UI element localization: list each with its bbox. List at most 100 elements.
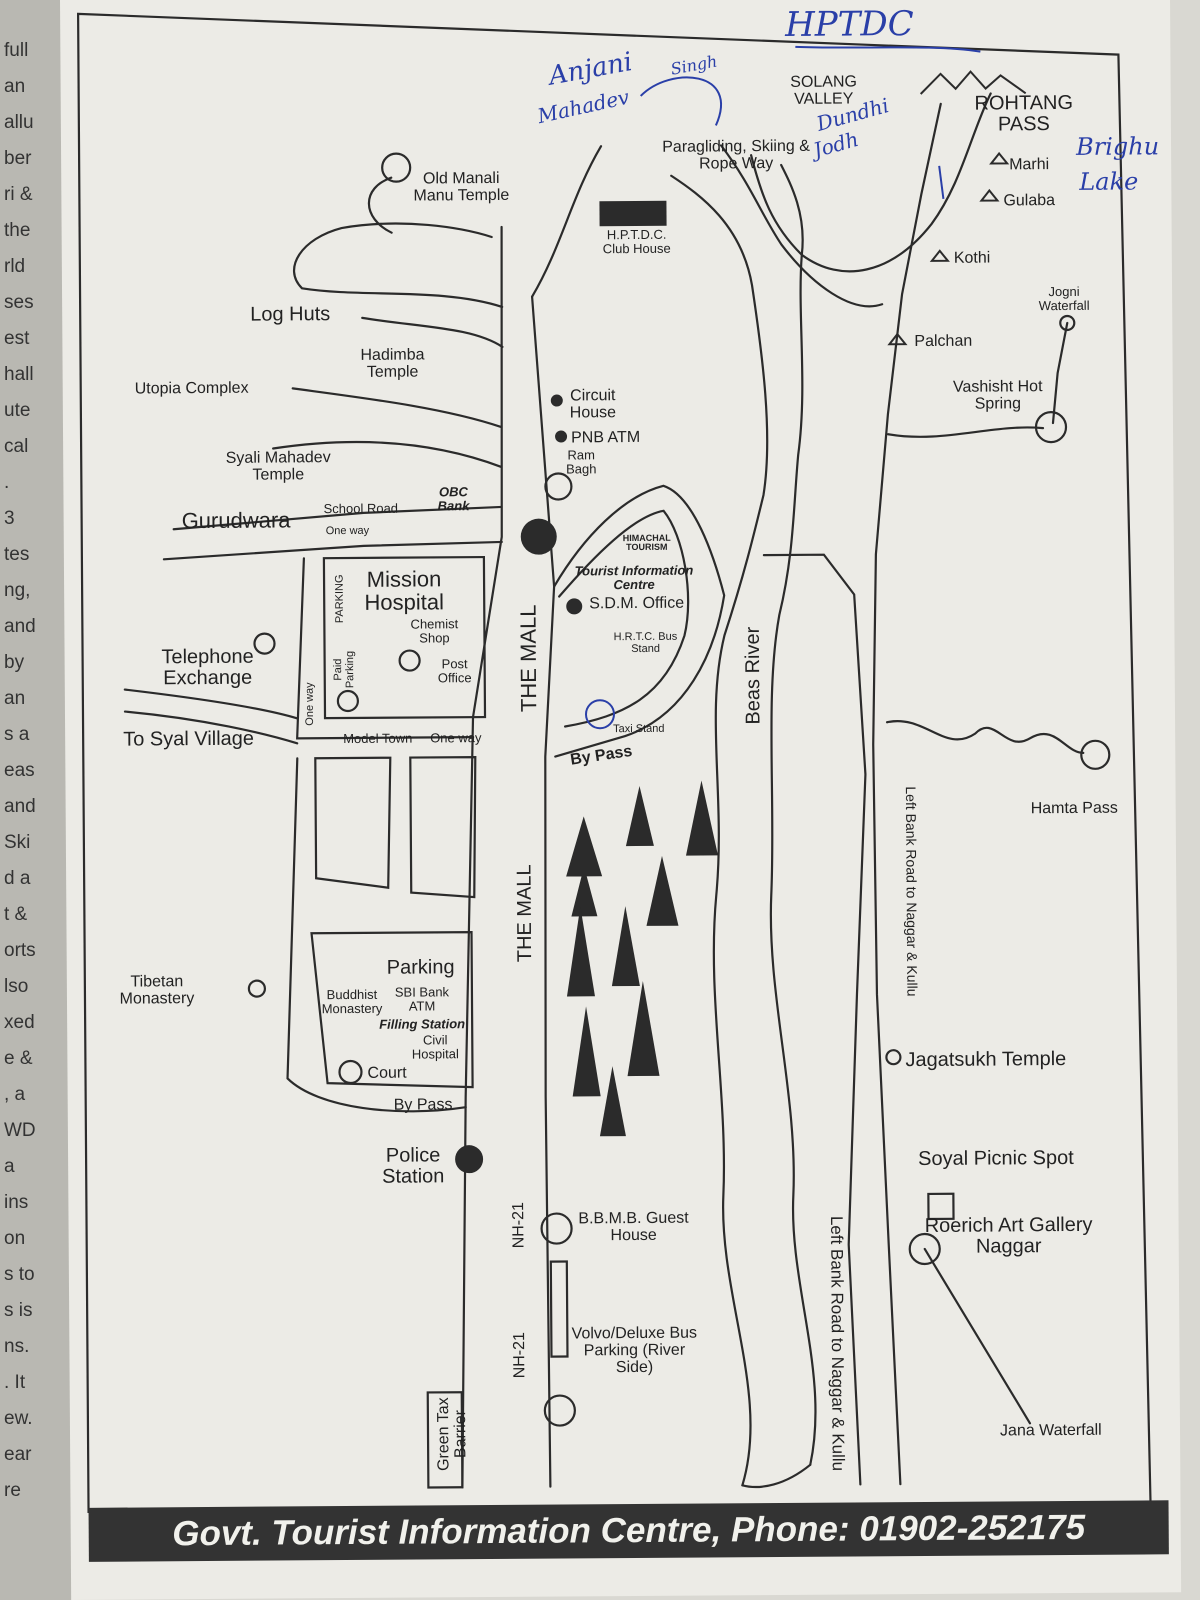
model-town-block-1 — [314, 756, 392, 889]
pine-tree-icon — [625, 785, 654, 847]
bus-parking-box — [549, 1260, 569, 1358]
label-parking-2: Parking — [386, 956, 455, 979]
pine-tree-icon — [599, 1066, 626, 1137]
label-syali-mahadev: Syali Mahadev Temple — [225, 449, 331, 484]
rohtang-road — [750, 92, 992, 273]
roerich-marker — [908, 1232, 941, 1266]
edge-text-fragment: on — [4, 1228, 26, 1249]
label-solang-valley: SOLANG VALLEY — [790, 73, 857, 108]
vashisht-marker — [1034, 410, 1068, 444]
label-sbi-atm: SBI Bank ATM — [394, 984, 450, 1014]
hand-paragliding-arc — [639, 76, 723, 126]
label-paid-parking: Paid Parking — [332, 650, 356, 689]
edge-text-fragment: lso — [4, 976, 29, 997]
label-tourist-info: Tourist Information Centre — [574, 562, 694, 592]
label-hadimba-temple: Hadimba Temple — [360, 346, 425, 381]
roundabout-marker — [520, 518, 557, 555]
label-post-office: Post Office — [437, 656, 472, 686]
pine-tree-icon — [685, 780, 718, 856]
label-green-tax-barrier: Green Tax Barrier — [434, 1397, 470, 1471]
hand-lake: Lake — [1079, 167, 1139, 196]
edge-text-fragment: and — [4, 616, 36, 637]
edge-text-fragment: the — [4, 220, 31, 241]
pine-tree-icon — [566, 816, 603, 917]
edge-text-fragment: rld — [4, 256, 26, 277]
hand-brighu: Brighu — [1075, 132, 1160, 161]
edge-text-fragment: . It — [4, 1372, 26, 1393]
label-the-mall-1: THE MALL — [515, 604, 542, 713]
label-telephone-exchange: Telephone Exchange — [161, 645, 254, 690]
edge-text-fragment: cal — [4, 436, 29, 457]
bbmb-marker — [540, 1212, 573, 1245]
label-filling-station: Filling Station — [379, 1016, 466, 1032]
hand-underline — [795, 45, 981, 53]
edge-text-fragment: ins — [4, 1192, 29, 1213]
edge-text-fragment: s a — [4, 724, 30, 745]
pnb-atm-marker — [555, 430, 568, 443]
edge-text-fragment: ber — [4, 148, 32, 169]
label-jana-waterfall: Jana Waterfall — [999, 1421, 1102, 1440]
label-soyal-picnic-spot: Soyal Picnic Spot — [918, 1146, 1074, 1171]
label-to-syal-village: To Syal Village — [123, 727, 255, 751]
label-utopia-complex: Utopia Complex — [134, 379, 249, 398]
mountain-icon — [919, 70, 1027, 95]
edge-text-fragment: full — [4, 40, 29, 61]
label-model-town: Model Town — [343, 730, 413, 747]
edge-text-fragment: ng, — [4, 580, 31, 601]
syal-village-road-1 — [123, 688, 299, 720]
label-parking-vertical: PARKING — [333, 574, 346, 624]
beas-river-south — [741, 1463, 812, 1489]
label-left-bank-road-1: Left Bank Road to Naggar & Kullu — [902, 786, 921, 997]
pine-tree-icon — [627, 980, 660, 1077]
edge-text-fragment: ew. — [4, 1408, 33, 1429]
label-gulaba: Gulaba — [1003, 192, 1056, 210]
bypass-west — [286, 757, 467, 1113]
label-kothi: Kothi — [953, 249, 991, 267]
label-paragliding: Paragliding, Skiing & Rope Way — [662, 137, 810, 173]
tibetan-marker — [247, 979, 267, 998]
edge-text-fragment: tes — [4, 544, 30, 565]
edge-text-fragment: ri & — [4, 184, 33, 205]
label-obc-bank: OBC Bank — [437, 484, 470, 514]
club-house-icon — [599, 200, 667, 227]
label-hamta-pass: Hamta Pass — [1030, 799, 1118, 818]
hamta-pass-road — [885, 720, 1085, 754]
left-bank-road-west — [762, 553, 867, 1486]
left-bank-road-east — [872, 102, 942, 1486]
kothi-icon — [929, 249, 950, 262]
label-beas-river: Beas River — [741, 626, 765, 725]
syali-road — [272, 440, 503, 469]
edge-text-fragment: Ski — [4, 832, 31, 853]
pine-tree-icon — [572, 1006, 601, 1097]
label-hptdc-club: H.P.T.D.C. Club House — [602, 226, 671, 256]
mall-loop-east — [553, 484, 726, 758]
edge-text-fragment: . — [4, 472, 10, 493]
label-the-mall-2: THE MALL — [513, 864, 537, 963]
label-marhi: Marhi — [1009, 156, 1050, 174]
label-school-road: School Road — [323, 500, 399, 517]
label-police-station: Police Station — [382, 1144, 445, 1188]
edge-text-fragment: re — [4, 1480, 21, 1501]
edge-text-fragment: hall — [4, 364, 34, 385]
edge-text-fragment: WD — [4, 1120, 36, 1141]
paid-parking-marker — [336, 689, 360, 713]
syal-village-road-2 — [123, 710, 299, 745]
pine-tree-icon — [646, 855, 679, 926]
log-huts-road — [361, 316, 504, 349]
edge-text-fragment: ute — [4, 400, 31, 421]
hand-hptdc: HPTDC — [785, 4, 914, 45]
label-mission-hospital: Mission Hospital — [364, 566, 445, 615]
footer-banner: Govt. Tourist Information Centre, Phone:… — [88, 1500, 1169, 1562]
label-tibetan-monastery: Tibetan Monastery — [119, 973, 195, 1008]
label-by-pass-2: By Pass — [393, 1096, 453, 1114]
telephone-marker — [253, 632, 276, 655]
label-roerich-art-gallery: Roerich Art Gallery Naggar — [924, 1213, 1093, 1258]
edge-text-fragment: ns. — [4, 1336, 30, 1357]
soyal-marker — [927, 1192, 955, 1221]
label-left-bank-road-2: Left Bank Road to Naggar & Kullu — [827, 1215, 848, 1472]
edge-text-fragment: eas — [4, 760, 35, 781]
label-nh21-2: NH-21 — [511, 1332, 529, 1379]
label-vashisht: Vashisht Hot Spring — [952, 378, 1043, 413]
label-pnb-atm: PNB ATM — [571, 428, 641, 447]
label-rohtang-pass: ROHTANG PASS — [974, 91, 1074, 136]
